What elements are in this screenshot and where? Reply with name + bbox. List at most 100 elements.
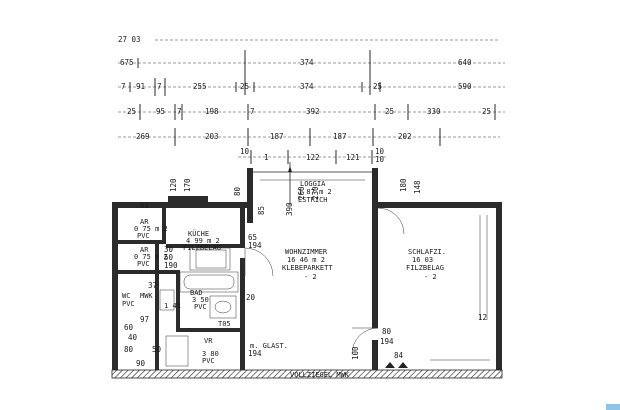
dim-80-b: 80 xyxy=(382,327,392,336)
dim-190: 190 xyxy=(164,261,178,270)
dim-12: 12 xyxy=(478,313,487,322)
dim-85: 85 xyxy=(257,206,266,215)
ar1-name: AR xyxy=(140,218,149,226)
dim-r2-4: 25 xyxy=(240,82,249,91)
wohnzimmer-area: 16 46 m 2 xyxy=(287,256,325,264)
ar1-area: 0 75 m 2 xyxy=(134,225,168,233)
vollziegel-label: VOLLZIEGEL MWK xyxy=(290,371,350,379)
dim-40: 40 xyxy=(128,333,138,342)
dim-194-c: 194 xyxy=(248,349,262,358)
dim-r3-2: 7 xyxy=(177,107,182,116)
dim-180: 180 xyxy=(399,178,408,192)
dim-r3-8: 25 xyxy=(482,107,491,116)
kueche-name: KÜCHE xyxy=(188,229,209,238)
dim-r2-3: 255 xyxy=(193,82,207,91)
dim-r5-3: 121 xyxy=(346,153,360,162)
dim-r1-b: 374 xyxy=(300,58,314,67)
dim-r4-2: 187 xyxy=(270,132,284,141)
dim-100: 100 xyxy=(351,346,360,360)
dim-260: 260 xyxy=(297,186,306,200)
dim-r2-2: 7 xyxy=(157,82,162,91)
dim-r2-1: 91 xyxy=(136,82,145,91)
vr-name: VR xyxy=(204,337,213,345)
schlafzimmer-code: - 2 xyxy=(424,273,437,281)
ar2-name: AR xyxy=(140,246,149,254)
dim-20: 20 xyxy=(246,293,256,302)
schlafzimmer-floor: FILZBELAG xyxy=(406,264,444,272)
ar2-floor: PVC xyxy=(137,260,150,268)
vr-area: 3 80 xyxy=(202,350,219,358)
ar2-area: 0 75 m 2 xyxy=(134,253,168,261)
bad-area: 3 50 xyxy=(192,296,209,304)
dim-r2-7: 590 xyxy=(458,82,472,91)
dim-total-label: 27 03 xyxy=(118,35,141,44)
dim-r3-4: 7 xyxy=(250,107,255,116)
dim-r5-2: 122 xyxy=(306,153,320,162)
dim-r5-4: 10 xyxy=(375,147,385,156)
kueche-area: 4 99 m 2 xyxy=(186,237,220,245)
dim-30: 30 xyxy=(164,245,174,254)
dim-80: 80 xyxy=(233,186,242,196)
schlafzimmer-name: SCHLAFZI. xyxy=(408,248,446,256)
walls xyxy=(111,168,503,379)
bad-floor: PVC xyxy=(194,303,207,311)
wohnzimmer-floor: KLEBEPARKETT xyxy=(282,264,333,272)
dim-390: 390 xyxy=(285,202,294,216)
fixtures xyxy=(159,162,490,368)
dim-60: 60 xyxy=(124,323,134,332)
dim-r3-3: 198 xyxy=(205,107,219,116)
dim-r2-5: 374 xyxy=(300,82,314,91)
corner-marker xyxy=(606,404,620,410)
dim-194-a: 194 xyxy=(248,241,262,250)
ar1-floor: PVC xyxy=(137,232,150,240)
dim-r3-0: 25 xyxy=(127,107,136,116)
dim-r4-0: 269 xyxy=(136,132,150,141)
dim-r3-5: 392 xyxy=(306,107,320,116)
dim-r4-3: 187 xyxy=(333,132,347,141)
dim-r3-6: 25 xyxy=(385,107,394,116)
vr-floor: PVC xyxy=(202,357,215,365)
dim-37: 37 xyxy=(148,281,157,290)
dim-r2-0: 7 xyxy=(121,82,126,91)
dim-50-b: 50 xyxy=(152,345,162,354)
dim-r4-1: 203 xyxy=(205,132,219,141)
bad-name: BAD xyxy=(190,289,203,297)
wc-floor: PVC xyxy=(122,300,135,308)
dim-r1-c: 640 xyxy=(458,58,472,67)
loggia-floor: ESTRICH xyxy=(298,196,328,204)
dim-r1-a: 675 xyxy=(120,58,134,67)
dim-194-b: 194 xyxy=(380,337,394,346)
dimension-chains: 27 03 675 374 640 7 91 7 255 25 374 25 5… xyxy=(118,35,505,164)
kueche-floor: FILZBELAG xyxy=(183,244,221,252)
dim-r3-7: 330 xyxy=(427,107,441,116)
dim-65: 65 xyxy=(248,233,257,242)
dim-51: 51 xyxy=(140,201,149,210)
wohnzimmer-code: - 2 xyxy=(304,273,317,281)
dim-80-c: 80 xyxy=(124,345,134,354)
dim-r5-1: 1 xyxy=(264,153,269,162)
dim-230: 230 xyxy=(311,186,320,200)
local-dimensions: 120 80 170 180 148 51 260 230 85 390 65 … xyxy=(124,178,487,368)
t05-label: T05 xyxy=(218,320,231,328)
dim-r5-0: 10 xyxy=(240,147,250,156)
dim-97: 97 xyxy=(140,315,149,324)
loggia-area: 1 87 m 2 xyxy=(298,188,332,196)
dim-50: 50 xyxy=(164,253,174,262)
dim-148: 148 xyxy=(413,180,422,194)
wc-area: 1 41 xyxy=(164,302,181,310)
schlafzimmer-area: 16 03 xyxy=(412,256,433,264)
dim-r5-5: 10 xyxy=(375,155,385,164)
dim-r3-1: 95 xyxy=(156,107,165,116)
loggia-name: LOGGIA xyxy=(300,180,326,188)
wc-name: WC xyxy=(122,292,130,300)
dim-120: 120 xyxy=(169,178,178,192)
mwk-label: MWK xyxy=(140,292,153,300)
dim-90: 90 xyxy=(136,359,146,368)
dim-84: 84 xyxy=(394,351,404,360)
wohnzimmer-name: WOHNZIMMER xyxy=(285,248,328,256)
dim-r2-6: 25 xyxy=(373,82,382,91)
dim-r4-4: 202 xyxy=(398,132,412,141)
dim-170: 170 xyxy=(183,178,192,192)
glastur-label: m. GLAST. xyxy=(250,342,288,350)
